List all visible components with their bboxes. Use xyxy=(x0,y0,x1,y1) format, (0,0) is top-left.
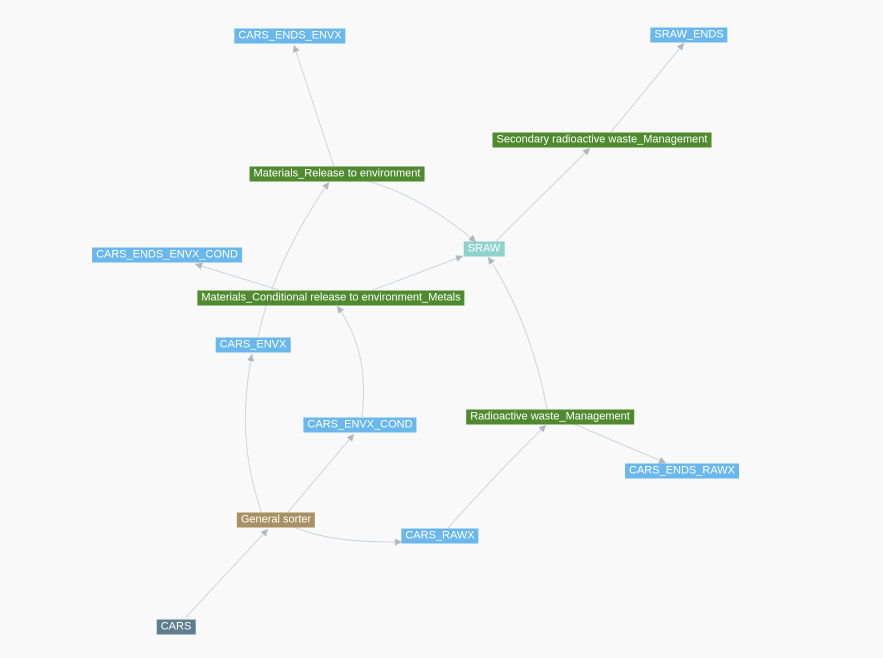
arrowhead-materials_release-to-cars_ends_envx xyxy=(292,45,300,53)
edge-general_sorter-to-cars_envx_cond xyxy=(287,433,355,513)
node-cars-ends-rawx[interactable]: CARS_ENDS_RAWX xyxy=(625,463,739,479)
edge-materials_release-to-cars_ends_envx xyxy=(293,44,335,168)
edge-cars_rawx-to-radioactive_mgmt xyxy=(447,424,547,529)
arrowhead-general_sorter-to-cars_envx xyxy=(247,354,255,362)
arrowhead-cars_envx_cond-to-materials_cond_release xyxy=(337,306,344,314)
node-cars[interactable]: CARS xyxy=(156,619,196,635)
arrowhead-secondary_mgmt-to-sraw_ends xyxy=(676,43,684,51)
edge-radioactive_mgmt-to-sraw xyxy=(487,256,548,410)
arrowhead-general_sorter-to-cars_envx_cond xyxy=(346,434,354,442)
node-general-sorter[interactable]: General sorter xyxy=(236,512,316,528)
arrowhead-radioactive_mgmt-to-cars_ends_rawx xyxy=(658,457,666,464)
edge-secondary_mgmt-to-sraw_ends xyxy=(610,42,685,133)
arrowhead-sraw-to-secondary_mgmt xyxy=(582,148,590,156)
arrowhead-cars_rawx-to-radioactive_mgmt xyxy=(538,425,546,433)
edge-materials_cond_release-to-sraw xyxy=(372,255,464,291)
arrowhead-materials_cond_release-to-sraw xyxy=(455,255,463,262)
node-cars-ends-envx[interactable]: CARS_ENDS_ENVX xyxy=(234,28,346,44)
edge-sraw-to-secondary_mgmt xyxy=(495,147,591,242)
edge-general_sorter-to-cars_envx xyxy=(244,353,263,514)
node-secondary-mgmt[interactable]: Secondary radioactive waste_Management xyxy=(492,132,712,148)
node-radioactive-mgmt[interactable]: Radioactive waste_Management xyxy=(466,409,634,425)
arrowhead-cars_envx-to-materials_release xyxy=(322,182,329,190)
node-cars-envx[interactable]: CARS_ENVX xyxy=(215,337,291,353)
edge-materials_release-to-sraw xyxy=(366,180,477,243)
arrowhead-radioactive_mgmt-to-sraw xyxy=(488,257,495,265)
edge-materials_cond_release-to-cars_ends_envx_cond xyxy=(194,263,280,291)
node-sraw-ends[interactable]: SRAW_ENDS xyxy=(650,27,728,43)
edge-cars_envx-to-materials_release xyxy=(257,181,330,338)
arrowhead-general_sorter-to-cars_rawx xyxy=(394,538,402,546)
edge-cars-to-general_sorter xyxy=(185,528,269,618)
edge-general_sorter-to-cars_rawx xyxy=(293,526,403,543)
node-sraw[interactable]: SRAW xyxy=(463,241,505,257)
node-cars-ends-envx-cond[interactable]: CARS_ENDS_ENVX_COND xyxy=(92,247,242,263)
edge-radioactive_mgmt-to-cars_ends_rawx xyxy=(573,423,667,464)
node-cars-rawx[interactable]: CARS_RAWX xyxy=(401,528,479,544)
node-cars-envx-cond[interactable]: CARS_ENVX_COND xyxy=(303,417,417,433)
node-materials-cond-release[interactable]: Materials_Conditional release to environ… xyxy=(197,290,465,306)
arrowhead-materials_cond_release-to-cars_ends_envx_cond xyxy=(195,262,203,270)
node-materials-release[interactable]: Materials_Release to environment xyxy=(249,166,425,182)
edge-cars_envx_cond-to-materials_cond_release xyxy=(336,305,365,418)
arrowhead-cars-to-general_sorter xyxy=(260,529,268,537)
arrowhead-materials_release-to-sraw xyxy=(468,234,476,242)
